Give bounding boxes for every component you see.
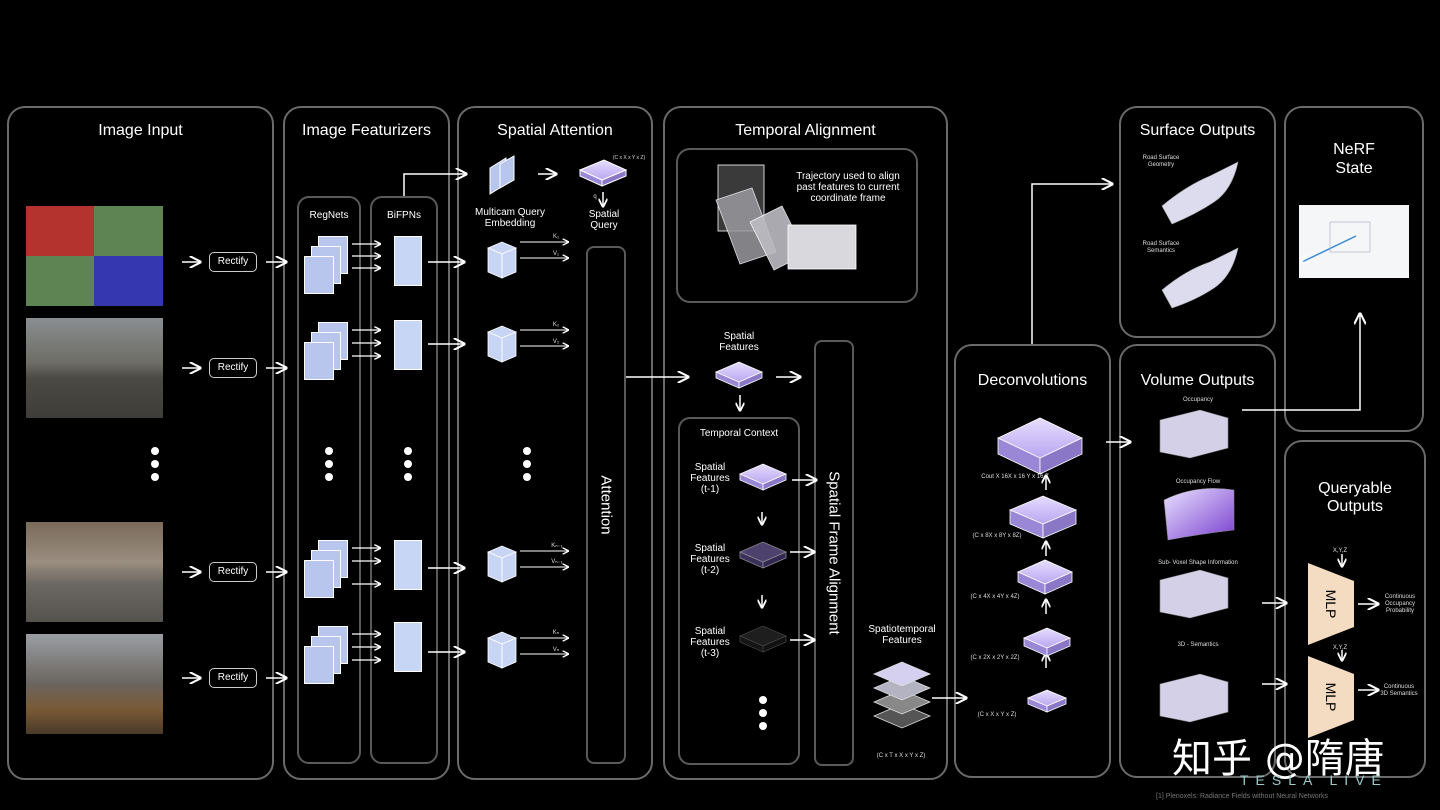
rectify-box-3: Rectify <box>209 562 257 582</box>
kn1-label: Kₙ₋₁ <box>551 543 563 549</box>
queryable-outputs-panel: Queryable Outputs <box>1284 440 1426 778</box>
deconvolutions-title: Deconvolutions <box>977 372 1088 389</box>
tesla-live-logo: TESLA LIVE <box>1240 772 1388 788</box>
image-featurizers-panel: Image Featurizers <box>283 106 450 780</box>
bifpns-label: BiFPNs <box>387 210 421 221</box>
surface-outputs-panel: Surface Outputs <box>1119 106 1276 338</box>
footnote: [1] Plenoxels: Radiance Fields without N… <box>1156 793 1328 800</box>
continuous-occupancy-label: Continuous Occupancy Probability <box>1384 594 1416 614</box>
nerf-state-title: NeRF State <box>1333 141 1375 177</box>
camera-image-3 <box>26 522 163 622</box>
temporal-alignment-title: Temporal Alignment <box>735 122 876 139</box>
continuous-semantics-label: Continuous 3D Semantics <box>1380 684 1418 697</box>
v2-label: V₂ <box>552 339 560 345</box>
rectify-box-4: Rectify <box>209 668 257 688</box>
bifpn-block-3 <box>394 540 422 590</box>
vn1-label: Vₙ₋₁ <box>551 559 563 565</box>
deconvolutions-panel: Deconvolutions <box>954 344 1111 778</box>
temporal-alignment-panel: Temporal Alignment <box>663 106 948 780</box>
ellipsis-dots-context <box>759 696 767 735</box>
attention-block: Attention <box>586 246 626 764</box>
occupancy-label: Occupancy <box>1182 397 1213 403</box>
volume-outputs-title: Volume Outputs <box>1140 372 1255 389</box>
queryable-outputs-title: Queryable Outputs <box>1318 480 1392 515</box>
xyz-label-2: X,Y,Z <box>1332 645 1348 651</box>
deconv-shape-2x: (C x 2X x 2Y x 2Z) <box>970 655 1020 661</box>
ellipsis-dots-images <box>151 447 159 486</box>
nerf-state-panel: NeRF State <box>1284 106 1424 432</box>
occupancy-flow-label: Occupancy Flow <box>1175 479 1221 485</box>
deconv-shape-16x: Cout X 16X x 16 Y x 16 Z <box>981 474 1049 480</box>
spatiotemporal-label: Spatiotemporal Features <box>868 624 936 646</box>
v1-label: V₁ <box>552 251 560 257</box>
regnets-box: RegNets <box>297 196 361 764</box>
q-label: q <box>593 194 597 200</box>
deconv-shape-4x: (C x 4X x 4Y x 4Z) <box>970 594 1020 600</box>
image-input-title: Image Input <box>98 122 183 139</box>
camera-image-4 <box>26 634 163 734</box>
query-shape-label: (C x X x Y x Z) <box>612 155 646 161</box>
subvoxel-label: Sub- Voxel Shape Information <box>1158 560 1238 566</box>
image-input-panel: Image Input <box>7 106 274 780</box>
camera-image-1-color-channels <box>26 206 163 306</box>
bifpns-box: BiFPNs <box>370 196 438 764</box>
bifpn-block-1 <box>394 236 422 286</box>
image-featurizers-title: Image Featurizers <box>302 122 431 139</box>
camera-image-2 <box>26 318 163 418</box>
regnets-label: RegNets <box>309 210 349 221</box>
bifpn-block-2 <box>394 320 422 370</box>
volume-outputs-panel: Volume Outputs <box>1119 344 1276 778</box>
watermark-text: 知乎 @隋唐 <box>1172 736 1385 782</box>
ctx-label-t2: Spatial Features (t-2) <box>690 543 730 576</box>
spatial-query-label: Spatial Query <box>588 209 620 231</box>
deconv-shape-8x: (C x 8X x 8Y x 8Z) <box>972 533 1022 539</box>
ctx-label-t1: Spatial Features (t-1) <box>690 462 730 495</box>
vn-label: Vₙ <box>552 647 560 653</box>
rectify-box-2: Rectify <box>209 358 257 378</box>
ellipsis-dots-embeddings <box>523 447 531 486</box>
spatial-attention-panel: Spatial Attention <box>457 106 653 780</box>
surface-outputs-title: Surface Outputs <box>1139 122 1256 139</box>
k2-label: K₂ <box>552 322 560 328</box>
semantics-3d-label: 3D - Semantics <box>1177 642 1219 648</box>
trajectory-box: Trajectory used to align past features t… <box>676 148 918 303</box>
temporal-context-box: Temporal Context <box>678 417 800 765</box>
xyz-label-1: X,Y,Z <box>1332 548 1348 554</box>
trajectory-text: Trajectory used to align past features t… <box>796 171 900 204</box>
road-geometry-label: Road Surface Geometry <box>1142 155 1180 168</box>
multicam-query-label: Multicam Query Embedding <box>474 207 545 229</box>
kn-label: Kₙ <box>552 630 560 636</box>
spatiotemporal-shape-label: (C x T x X x Y x Z) <box>876 753 926 759</box>
spatial-attention-title: Spatial Attention <box>497 122 613 139</box>
deconv-shape-1x: (C x X x Y x Z) <box>977 712 1017 718</box>
k1-label: K₁ <box>552 234 560 240</box>
ctx-label-t3: Spatial Features (t-3) <box>690 626 730 659</box>
ellipsis-dots-bifpns <box>404 447 412 486</box>
bifpn-block-4 <box>394 622 422 672</box>
ellipsis-dots-regnets <box>325 447 333 486</box>
spatial-features-label: Spatial Features <box>719 331 759 353</box>
rectify-box-1: Rectify <box>209 252 257 272</box>
nerf-visualization <box>1299 205 1409 278</box>
road-semantics-label: Road Surface Semantics <box>1142 241 1180 254</box>
temporal-context-label: Temporal Context <box>699 428 779 439</box>
